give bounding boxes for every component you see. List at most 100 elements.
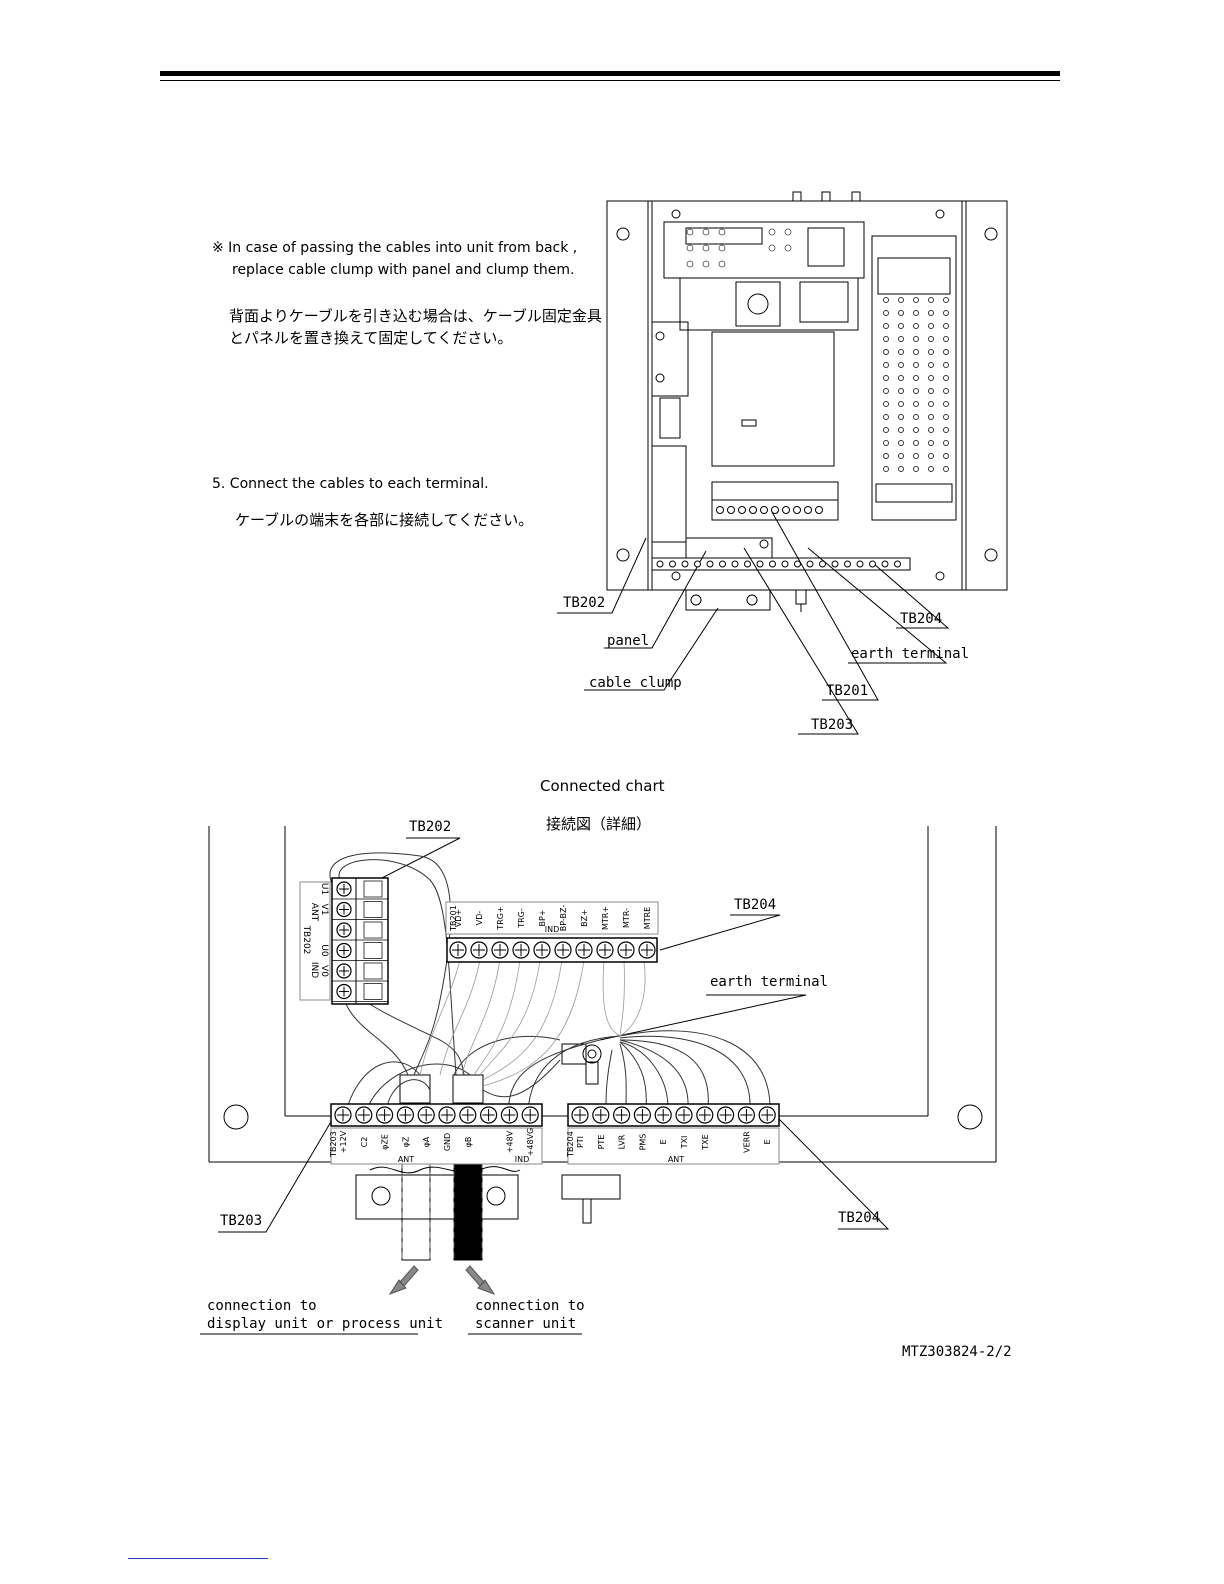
tb203-pin-label: +48VG [526, 1128, 535, 1157]
tb201-pin-label: MTR+ [601, 906, 610, 930]
top-vent-hole [883, 388, 889, 394]
tb201-pin-label: MTRE [643, 907, 652, 929]
tb203-pin-label: GND [443, 1133, 452, 1151]
top-vent-hole [898, 427, 904, 433]
top-vent-hole [943, 414, 949, 420]
top-tb201-screw [738, 506, 746, 514]
arrow-to-scanner-icon [465, 1265, 496, 1295]
tb204-pin-label: TXE [701, 1134, 710, 1150]
tb202-stud [363, 880, 383, 898]
chart-title-en: Connected chart [540, 777, 665, 795]
top-vent-hole [898, 388, 904, 394]
tb203-pin-label: +12V [339, 1130, 348, 1153]
tb201-pin-label: BP+ [538, 909, 547, 926]
top-tb-strip-screw [756, 560, 764, 568]
tb204-pin-label: E [763, 1139, 772, 1144]
top-vent-hole [883, 440, 889, 446]
tb203-pin-label: φB [464, 1137, 473, 1148]
top-vent-hole [928, 349, 934, 355]
top-vent-hole [943, 362, 949, 368]
tb204-pin-label: E [659, 1139, 668, 1144]
top-vent-hole [943, 375, 949, 381]
callout-earth-terminal-top: earth terminal [851, 646, 970, 662]
top-tb201-screw [782, 506, 790, 514]
tb201-pin-label: BZ+ [580, 909, 589, 927]
top-vent-hole [898, 440, 904, 446]
cable-routing-light [419, 959, 646, 1087]
tb202-stud [363, 962, 383, 980]
top-vent-hole [883, 310, 889, 316]
tb203-label-plate [330, 1127, 543, 1165]
top-vent-hole [913, 453, 919, 459]
top-vent-hole [883, 323, 889, 329]
top-tb201-screw [793, 506, 801, 514]
top-vent-hole [928, 323, 934, 329]
top-vent-hole [928, 466, 934, 472]
top-vent-hole [883, 401, 889, 407]
tb202-pin-label: V1 [319, 904, 329, 916]
top-vent-hole [883, 466, 889, 472]
tb202-stud [363, 942, 383, 959]
top-tb-strip-screw [769, 560, 776, 568]
top-tb201-screw [716, 506, 724, 514]
bottom-leader-lines [200, 837, 890, 1335]
callout-tb202-detail: TB202 [409, 819, 452, 835]
top-vent-hole [913, 375, 919, 381]
top-vent-hole [913, 388, 919, 394]
arrow-to-display-icon [388, 1265, 419, 1295]
top-vent-hole [883, 297, 889, 303]
top-tb-strip-screw [881, 560, 889, 568]
top-vent-hole [943, 388, 949, 394]
tb202-group-label: ANT [309, 903, 319, 922]
top-leader-lines [557, 511, 950, 735]
tb204-pin-label: TXI [680, 1136, 689, 1150]
top-vent-hole [928, 362, 934, 368]
top-tb-strip-screw [806, 560, 814, 568]
callout-tb202-top: TB202 [563, 595, 606, 611]
tb204-name-label: TB204 [566, 1131, 575, 1158]
top-vent-hole [928, 440, 934, 446]
top-vent-hole [898, 414, 904, 420]
top-vent-hole [898, 466, 904, 472]
callout-tb204-detail-upper: TB204 [734, 897, 777, 913]
top-vent-hole [898, 310, 904, 316]
top-vent-hole [898, 375, 904, 381]
callout-cable-clump: cable clump [589, 675, 682, 691]
top-tb-strip-screw [794, 560, 801, 568]
tb202-stud [363, 921, 383, 939]
tb203-group-label: ANT [398, 1155, 414, 1164]
top-vent-hole [913, 310, 919, 316]
top-vent-hole [883, 414, 889, 420]
top-vent-hole [898, 401, 904, 407]
top-tb201-screw [804, 506, 812, 514]
top-vent-hole [898, 297, 904, 303]
tb204-pin-label: PMS [638, 1134, 647, 1151]
tb202-name-label: TB202 [301, 925, 311, 955]
tb201-name-label: TB201 [449, 905, 458, 932]
tb203-pin-label: C2 [360, 1137, 369, 1148]
top-vent-hole [928, 388, 934, 394]
top-tb-strip-screw [719, 560, 726, 568]
connection-scanner-line1: connection to [475, 1298, 585, 1314]
top-tb-strip-screw [731, 560, 739, 568]
callout-tb201-top: TB201 [826, 683, 869, 699]
top-vent-hole [943, 310, 949, 316]
top-view-holes [686, 228, 792, 268]
footer-rule [128, 1558, 268, 1559]
drawing-number: MTZ303824-2/2 [902, 1344, 1012, 1360]
unit-top-view [606, 191, 1008, 612]
callout-tb204-top: TB204 [900, 611, 943, 627]
tb204-pin-label: VERR [742, 1131, 751, 1153]
cable-routing [329, 852, 771, 1113]
top-vent-hole [883, 453, 889, 459]
top-vent-hole [883, 427, 889, 433]
tb203-group-label: IND [515, 1155, 530, 1164]
connection-display-line2: display unit or process unit [207, 1316, 444, 1332]
junction-block-right [452, 1074, 484, 1104]
top-tb-strip-screw [844, 560, 851, 568]
top-vent-hole [928, 453, 934, 459]
top-vent-hole [943, 440, 949, 446]
connection-scanner-line2: scanner unit [475, 1316, 577, 1332]
